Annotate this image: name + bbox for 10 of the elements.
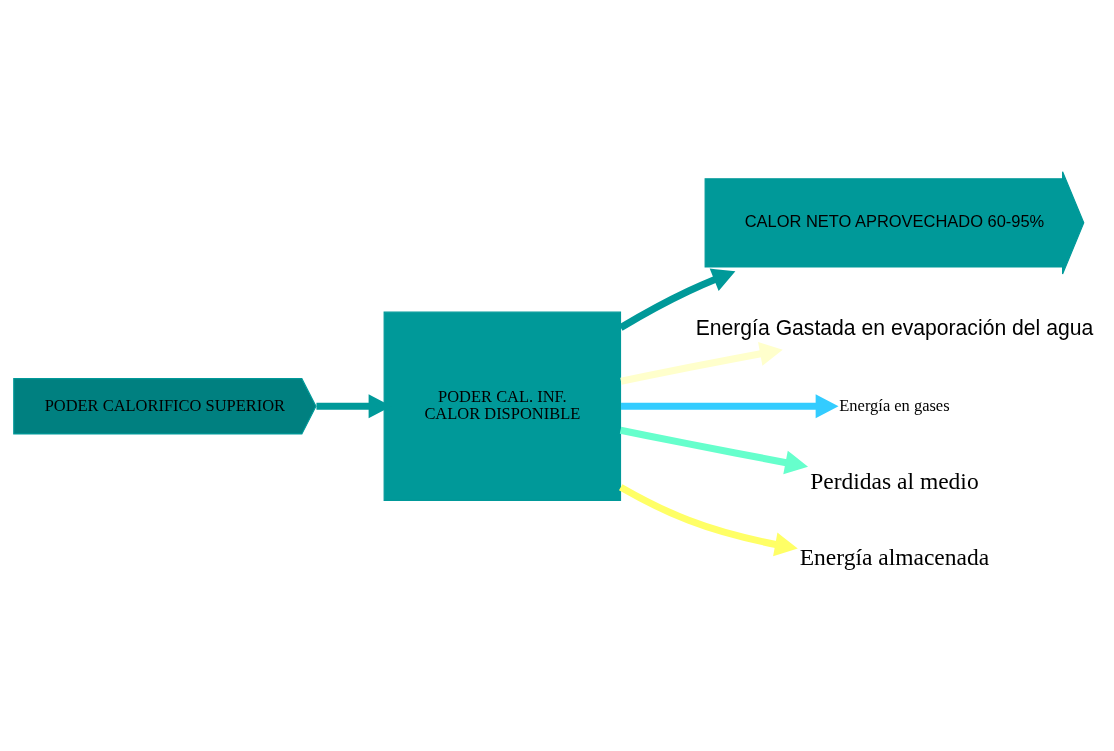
arrow [619, 483, 798, 556]
node-box: PODER CAL. INF. CALOR DISPONIBLE [383, 311, 622, 501]
arrow [620, 341, 783, 385]
node-text: Energía en gases [839, 395, 950, 415]
node-text: Energía almacenada [799, 543, 990, 570]
node-text: Energía Gastada en evaporación del agua [695, 315, 1094, 339]
arrow [619, 426, 808, 474]
arrow [618, 268, 736, 331]
arrow [621, 393, 839, 418]
node-text: Perdidas al medio [810, 467, 979, 494]
